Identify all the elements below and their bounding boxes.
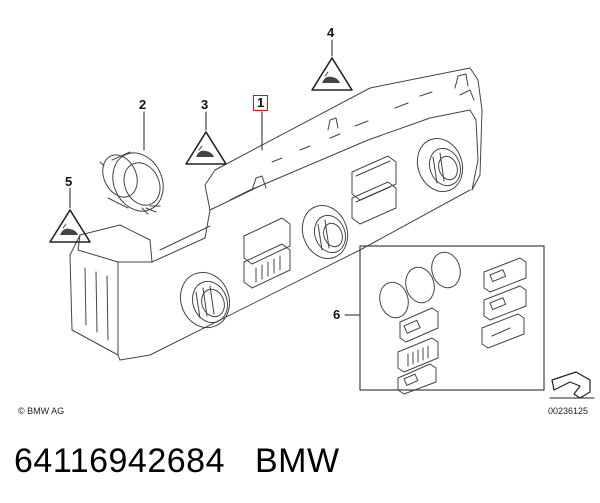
control-panel-housing (69, 67, 483, 361)
left-knob (179, 271, 231, 329)
right-knob (416, 138, 464, 192)
exploded-parts-diagram (49, 39, 595, 399)
rotary-ring-part (99, 151, 164, 215)
callout-1: 1 (253, 95, 269, 111)
callout-6: 6 (333, 307, 341, 322)
part-caption: 64116942684 BMW (14, 442, 340, 481)
right-button-stack (351, 155, 397, 225)
drawing-arrow-icon (549, 371, 595, 399)
drawing-number-label: 00236125 (548, 406, 589, 416)
callout-3: 3 (201, 97, 209, 112)
warning-triangle-4 (311, 57, 353, 91)
callout-2: 2 (139, 97, 147, 112)
leader-lines (69, 39, 361, 316)
warning-triangle-5 (49, 209, 91, 243)
copyright-label: © BMW AG (18, 406, 65, 416)
center-knob (301, 205, 349, 259)
button-kit-box (359, 245, 545, 395)
part-brand: BMW (254, 442, 340, 480)
callout-5: 5 (65, 174, 73, 189)
warning-triangle-3 (185, 131, 227, 165)
callout-4: 4 (327, 25, 335, 40)
left-button-stack (243, 217, 291, 289)
part-number: 64116942684 (14, 442, 225, 480)
